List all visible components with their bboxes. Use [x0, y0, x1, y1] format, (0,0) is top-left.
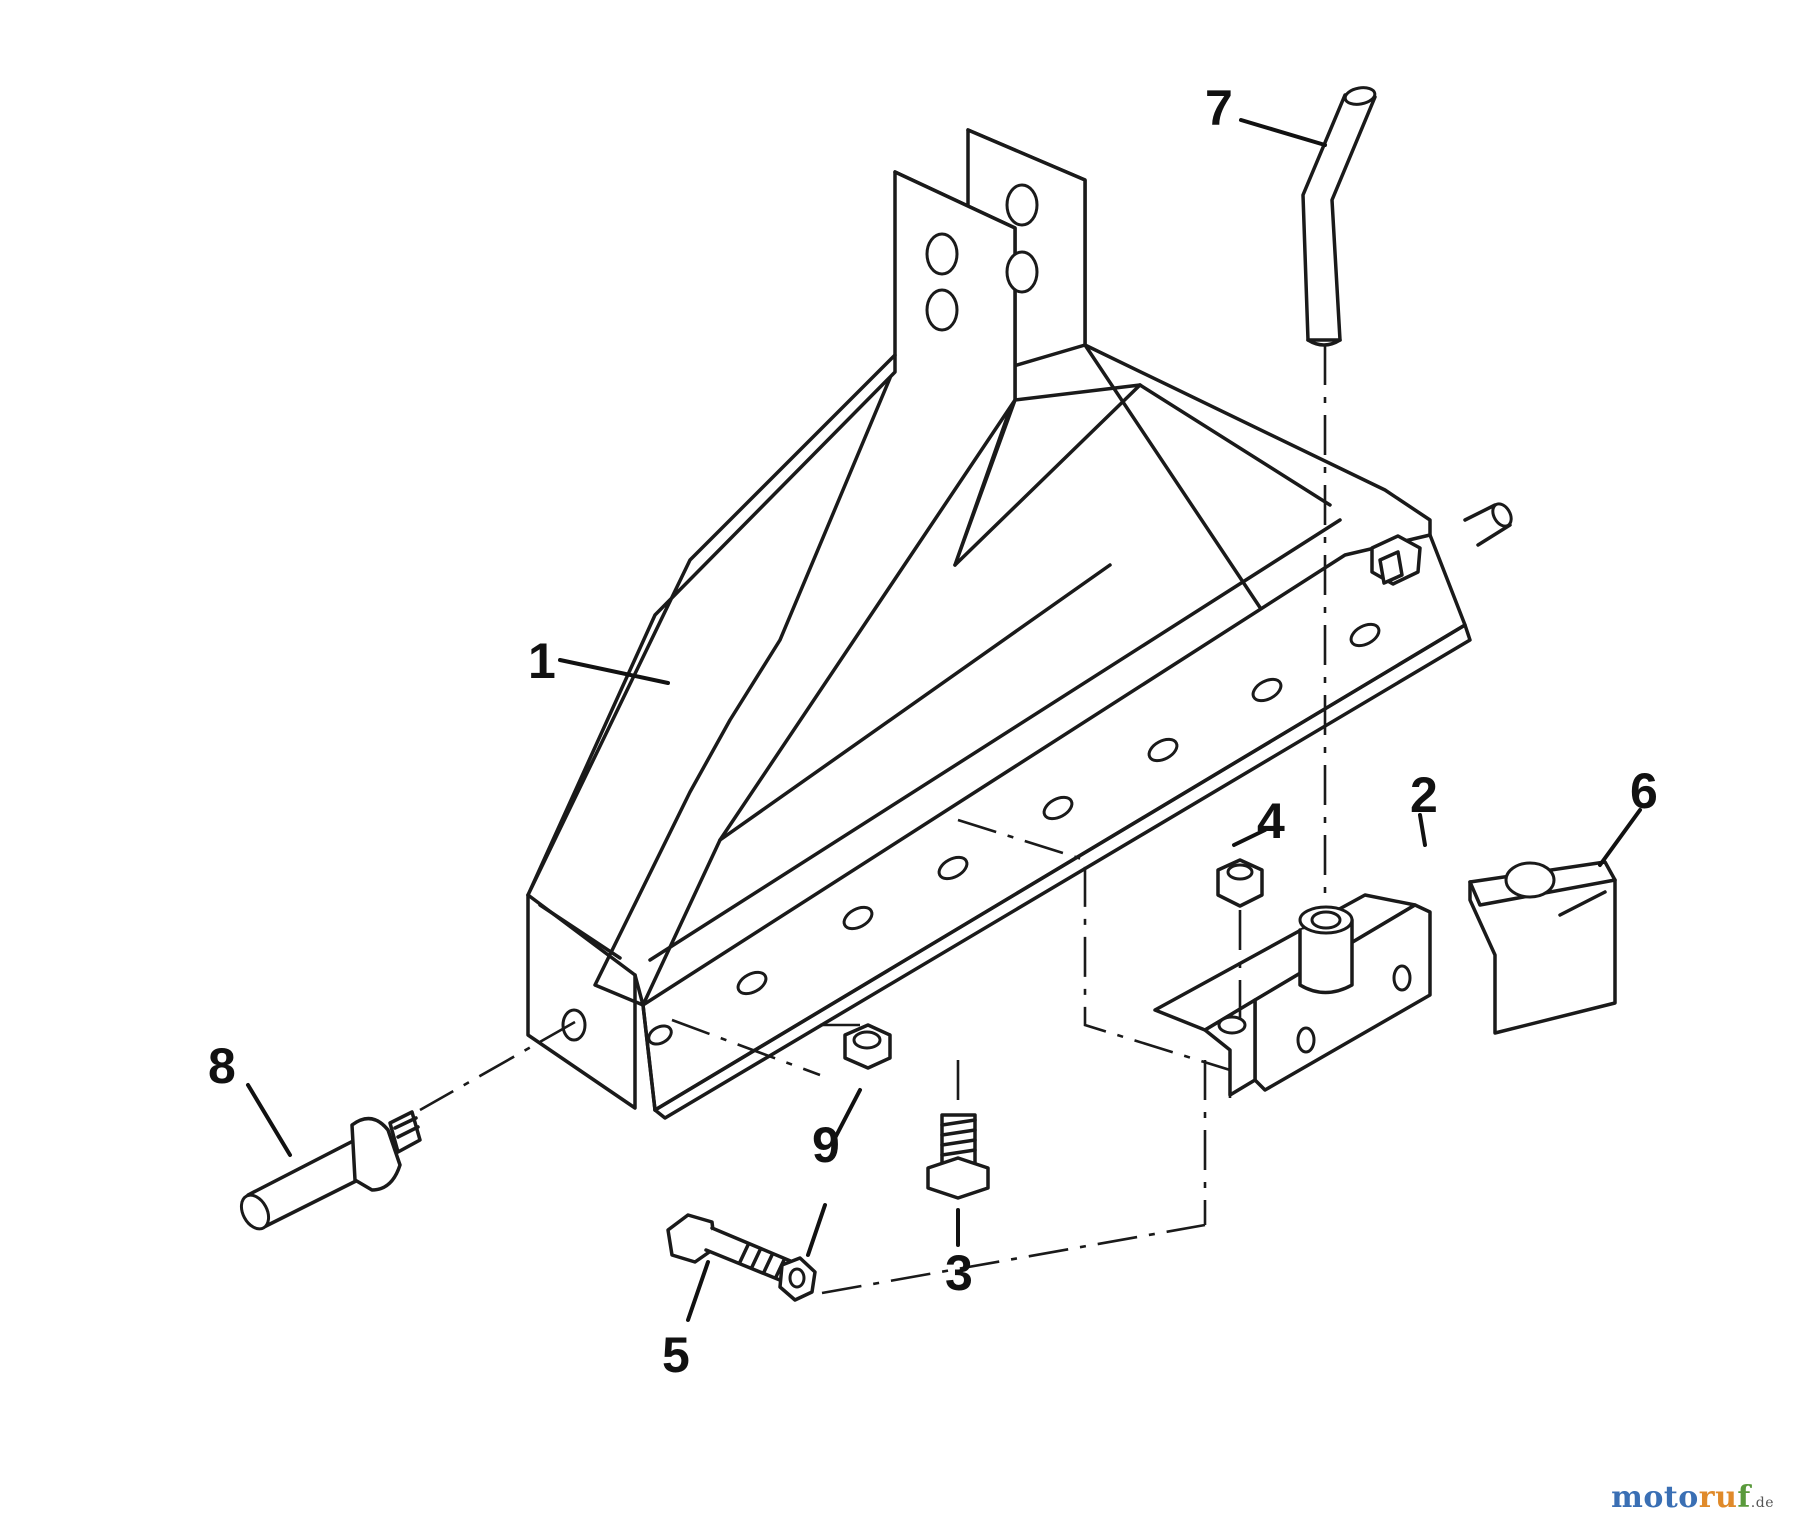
- callout-4: 4: [1257, 793, 1285, 849]
- callout-7: 7: [1205, 80, 1233, 136]
- crossbar-hole: [736, 970, 768, 996]
- crossbar-hole: [1251, 677, 1283, 703]
- spacer-block-part: [1468, 860, 1617, 1035]
- crossbar-hole: [1042, 795, 1074, 821]
- bracket-hole: [1392, 964, 1412, 992]
- crossbar-hole: [647, 1024, 673, 1046]
- bracket-hole: [1296, 1026, 1316, 1054]
- crossbar-hole: [1349, 622, 1381, 648]
- callout-leaders: [246, 118, 1642, 1322]
- callout-labels: 1 2 3 4 5 6 7 8 9: [208, 80, 1658, 1383]
- callout-8: 8: [208, 1038, 236, 1094]
- mounting-bracket-part: [1153, 893, 1432, 1097]
- upright-hole: [1005, 250, 1039, 294]
- nut-part-4: [1216, 858, 1264, 908]
- nut-part-9-lower: [778, 1256, 817, 1302]
- upright-hole: [925, 288, 959, 332]
- hitch-pin-part: [1301, 86, 1377, 347]
- bolt-part-3: [926, 1113, 990, 1200]
- callout-3: 3: [945, 1245, 973, 1301]
- drawbar-pin-part-8: [239, 1110, 422, 1231]
- callout-5: 5: [662, 1327, 690, 1383]
- callout-9: 9: [812, 1117, 840, 1173]
- a-frame-hitch-part: [526, 128, 1513, 1120]
- upright-hole: [1005, 183, 1039, 227]
- motoruf-watermark-logo: motoruf.de: [1611, 1480, 1774, 1515]
- callout-2: 2: [1410, 767, 1438, 823]
- callout-1: 1: [528, 633, 556, 689]
- nut-part-9-upper: [843, 1023, 892, 1070]
- crossbar-hole: [937, 855, 969, 881]
- bracket-hole: [1217, 1015, 1247, 1035]
- leg-end-hole: [561, 1008, 587, 1042]
- crossbar-hole: [1147, 737, 1179, 763]
- back-plate-bolt: [1370, 534, 1422, 586]
- callout-6: 6: [1630, 763, 1658, 819]
- crossbar-hole: [842, 905, 874, 931]
- assembly-lines: [419, 345, 1327, 1295]
- upright-hole: [925, 232, 959, 276]
